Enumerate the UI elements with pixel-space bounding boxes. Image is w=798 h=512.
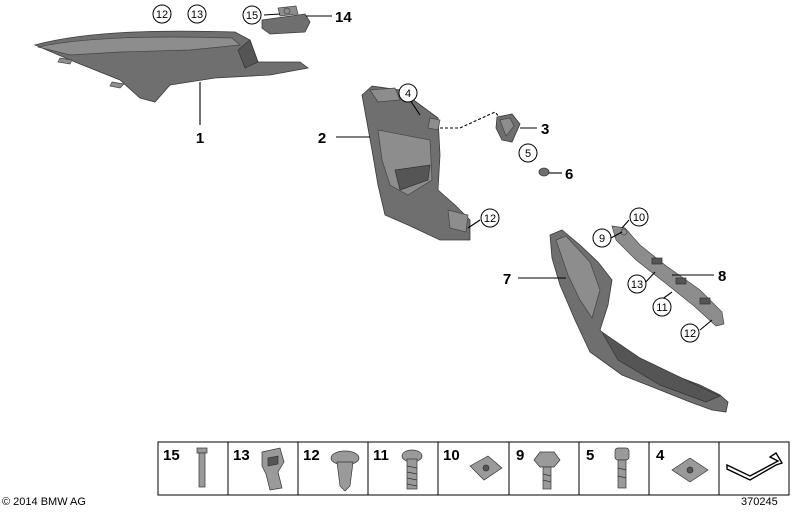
callout-3: 3 xyxy=(541,121,549,138)
part-3-clip xyxy=(440,111,521,143)
fastener-label-12: 12 xyxy=(303,447,320,464)
screw-11-icon xyxy=(401,449,423,490)
clip-nut-10-icon xyxy=(469,455,503,481)
fastener-label-11: 11 xyxy=(373,447,389,464)
callout-12-right: 12 xyxy=(684,328,696,340)
copyright-text: © 2014 BMW AG xyxy=(2,496,86,508)
fastener-label-5: 5 xyxy=(586,447,594,464)
circled-callouts: 12 13 15 4 5 12 9 10 13 11 12 xyxy=(152,4,700,343)
callout-10: 10 xyxy=(633,212,645,224)
socket-screw-icon xyxy=(614,447,630,489)
fastener-label-15: 15 xyxy=(163,447,180,464)
callout-5: 5 xyxy=(525,148,531,160)
callout-12-mid: 12 xyxy=(484,213,496,225)
fastener-cell-arrow xyxy=(718,441,790,496)
callout-15: 15 xyxy=(246,10,258,22)
fastener-cell-15 xyxy=(157,441,229,496)
rivet-icon xyxy=(196,447,208,488)
callout-2: 2 xyxy=(318,130,326,147)
callout-11: 11 xyxy=(656,302,667,314)
hex-screw-icon xyxy=(533,451,561,490)
callout-6: 6 xyxy=(565,166,573,183)
callout-7: 7 xyxy=(503,271,511,288)
fastener-cell-5 xyxy=(578,441,650,496)
part-8-bracket-rail xyxy=(611,225,725,327)
part-1-pillar-trim xyxy=(33,30,309,103)
callout-12-top: 12 xyxy=(156,9,168,21)
part-2-b-pillar-trim xyxy=(361,85,471,241)
callout-14: 14 xyxy=(335,9,352,26)
clip-nut-4-icon xyxy=(671,457,709,483)
spring-clip-icon xyxy=(261,447,285,491)
callout-9: 9 xyxy=(599,233,605,245)
fastener-cell-11 xyxy=(367,441,439,496)
fastener-label-9: 9 xyxy=(516,447,524,464)
callout-13-right: 13 xyxy=(631,279,643,291)
callout-13-top: 13 xyxy=(191,9,203,21)
part-7-c-pillar-trim xyxy=(549,229,729,413)
callout-8: 8 xyxy=(718,268,726,285)
part-14-bracket xyxy=(261,5,311,35)
direction-arrow-icon xyxy=(726,452,784,481)
diagram-number: 370245 xyxy=(741,496,778,508)
callout-1: 1 xyxy=(196,130,204,147)
fastener-label-4: 4 xyxy=(656,447,665,464)
part-6-plug xyxy=(538,167,550,177)
fastener-label-10: 10 xyxy=(443,447,460,464)
callout-4: 4 xyxy=(405,88,411,100)
fastener-strip: 15 13 12 11 10 9 5 4 xyxy=(157,441,790,496)
expanding-rivet-icon xyxy=(330,450,360,492)
fastener-label-13: 13 xyxy=(233,447,250,464)
